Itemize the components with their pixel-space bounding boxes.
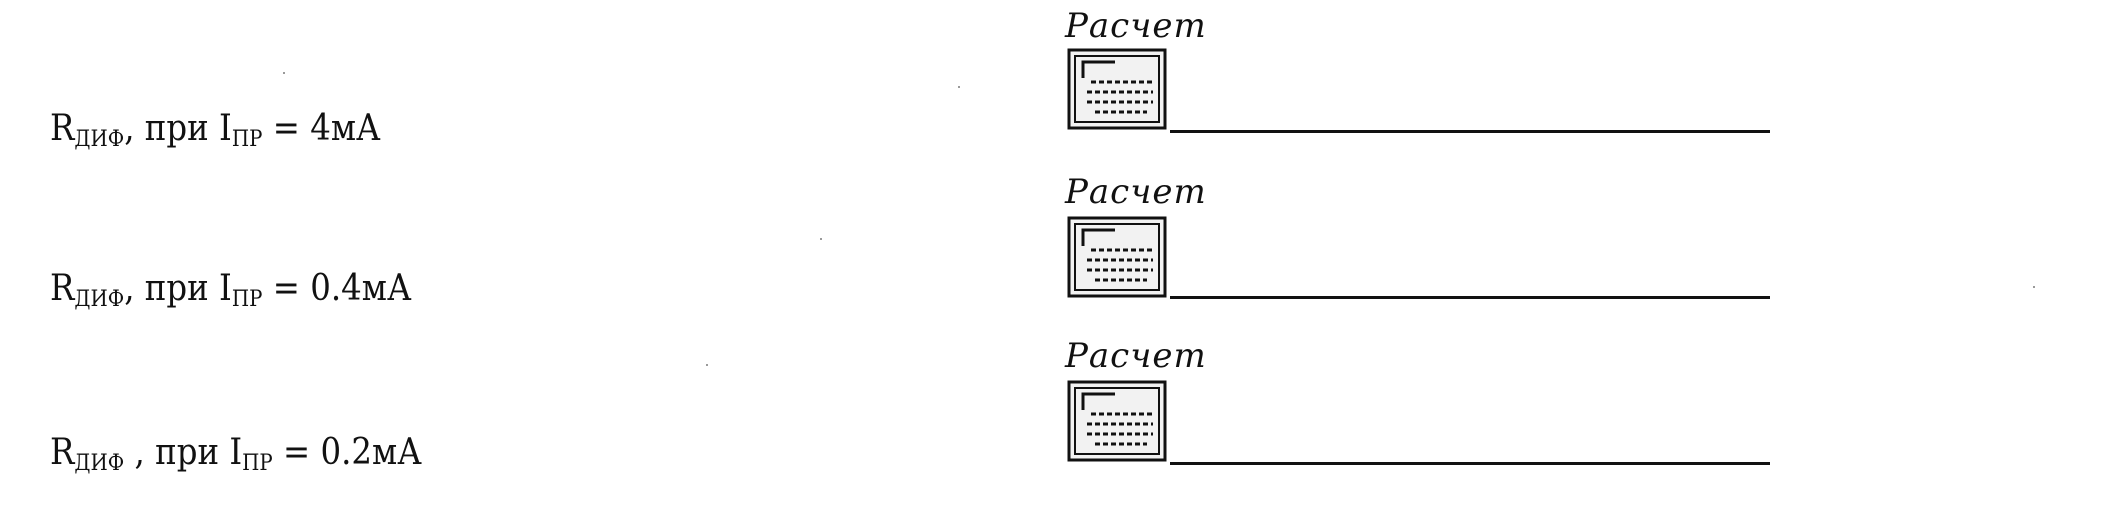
calculator-icon[interactable] [1067,216,1167,298]
answer-line[interactable] [1170,296,1770,299]
answer-line[interactable] [1170,130,1770,133]
measurement-row: RДИФ, при IПР = 0.4мА Расчет [0,160,2101,320]
scan-speck [820,238,822,240]
calc-label: Расчет [1065,336,1207,376]
scan-speck [283,72,285,74]
scan-speck [958,86,960,88]
formula-label: RДИФ, при IПР = 0.4мА [50,268,412,312]
answer-line[interactable] [1170,462,1770,465]
scan-speck [706,364,708,366]
calc-label: Расчет [1065,172,1207,212]
formula-label: RДИФ , при IПР = 0.2мА [50,432,422,476]
measurement-row: RДИФ , при IПР = 0.2мА Расчет [0,320,2101,480]
calculator-icon[interactable] [1067,48,1167,130]
calculator-icon[interactable] [1067,380,1167,462]
formula-label: RДИФ, при IПР = 4мА [50,108,381,152]
scan-speck [2033,286,2035,288]
measurement-row: RДИФ, при IПР = 4мА Расчет [0,0,2101,160]
calc-label: Расчет [1065,6,1207,46]
